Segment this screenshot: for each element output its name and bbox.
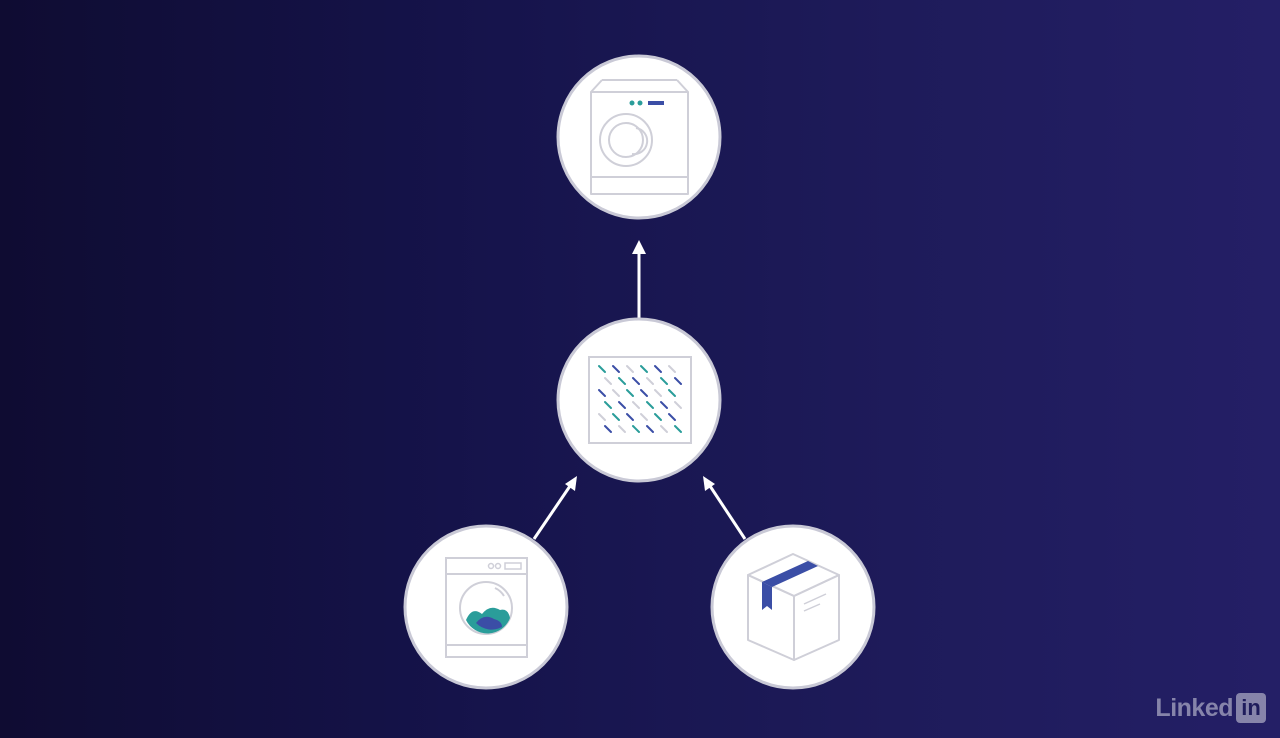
linkedin-logo-box: in [1236, 693, 1266, 723]
node-package [710, 524, 876, 690]
node-fabric [556, 317, 722, 483]
arrow-fabric-to-dryer [632, 240, 646, 318]
washing-machine-icon [445, 557, 528, 658]
arrow-washer-to-fabric [532, 476, 577, 540]
arrow-package-to-fabric [703, 476, 747, 540]
node-dryer [556, 54, 722, 220]
package-box-icon [747, 553, 840, 661]
node-washer [403, 524, 569, 690]
fabric-pattern-icon [588, 356, 692, 444]
linkedin-logo-text: Linked [1155, 693, 1233, 722]
dryer-icon [590, 79, 689, 195]
linkedin-logo: Linked in [1155, 692, 1266, 724]
